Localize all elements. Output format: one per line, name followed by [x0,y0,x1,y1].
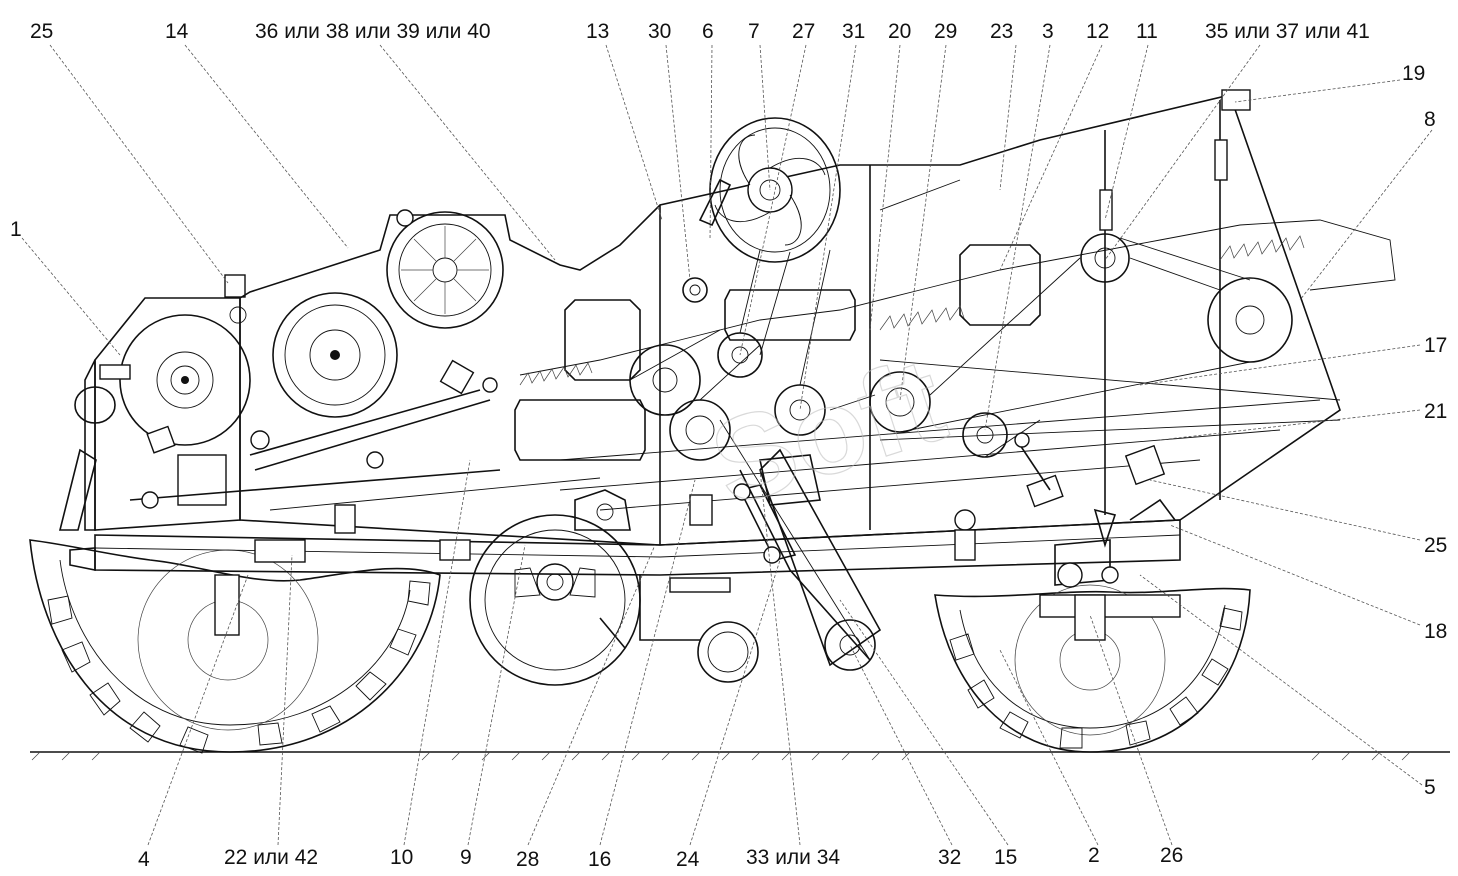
callout-label: 13 [586,20,609,43]
callout-label: 3 [1042,20,1054,43]
lower-mechanisms [574,432,1181,683]
leader-lines [21,44,1433,846]
callout-label: 36 или 38 или 39 или 40 [255,20,491,43]
front-housing [58,274,251,531]
callout-label: 19 [1402,62,1425,85]
callout-label: 32 [938,846,961,869]
callout-label: 28 [516,848,539,871]
callout-label: 15 [994,846,1017,869]
bottom-callout-labels: 4 22 или 42 10 9 28 16 24 33 или 34 32 1… [138,844,1183,871]
callout-label: 6 [702,20,714,43]
callout-label: 23 [990,20,1013,43]
callout-label: 18 [1424,620,1447,643]
callout-label: 7 [748,20,760,43]
callout-label: 9 [460,846,472,869]
callout-label: 27 [792,20,815,43]
center-wheel [469,514,641,686]
callout-label: 26 [1160,844,1183,867]
callout-label: 33 или 34 [746,846,840,869]
callout-label: 20 [888,20,911,43]
right-wheel [934,584,1251,753]
callout-label: 22 или 42 [224,846,318,869]
callout-label: 5 [1424,776,1436,799]
top-callout-labels: 25 14 36 или 38 или 39 или 40 13 30 6 7 … [30,20,1370,43]
callout-label: 1 [10,218,22,241]
callout-label: 14 [165,20,189,43]
callout-label: 25 [30,20,53,43]
callout-label: 29 [934,20,957,43]
callout-label: 10 [390,846,413,869]
main-frame [69,519,1181,641]
callout-label: 4 [138,848,150,871]
right-callout-labels: 19 8 17 21 25 18 5 [1402,62,1447,799]
callout-label: 17 [1424,334,1447,357]
callout-label: 12 [1086,20,1109,43]
callout-label: 8 [1424,108,1436,131]
callout-label: 24 [676,848,700,871]
drive-system [629,178,1293,671]
callout-label: 31 [842,20,865,43]
callout-label: 30 [648,20,671,43]
callout-label: 25 [1424,534,1447,557]
ground-line [30,751,1450,761]
bale-chamber [514,89,1396,545]
callout-label: 2 [1088,844,1100,867]
left-callout-labels: 1 [10,218,22,241]
callout-label: 16 [588,848,611,871]
callout-label: 35 или 37 или 41 [1205,20,1370,43]
callout-label: 21 [1424,400,1447,423]
callout-label: 11 [1136,20,1158,43]
